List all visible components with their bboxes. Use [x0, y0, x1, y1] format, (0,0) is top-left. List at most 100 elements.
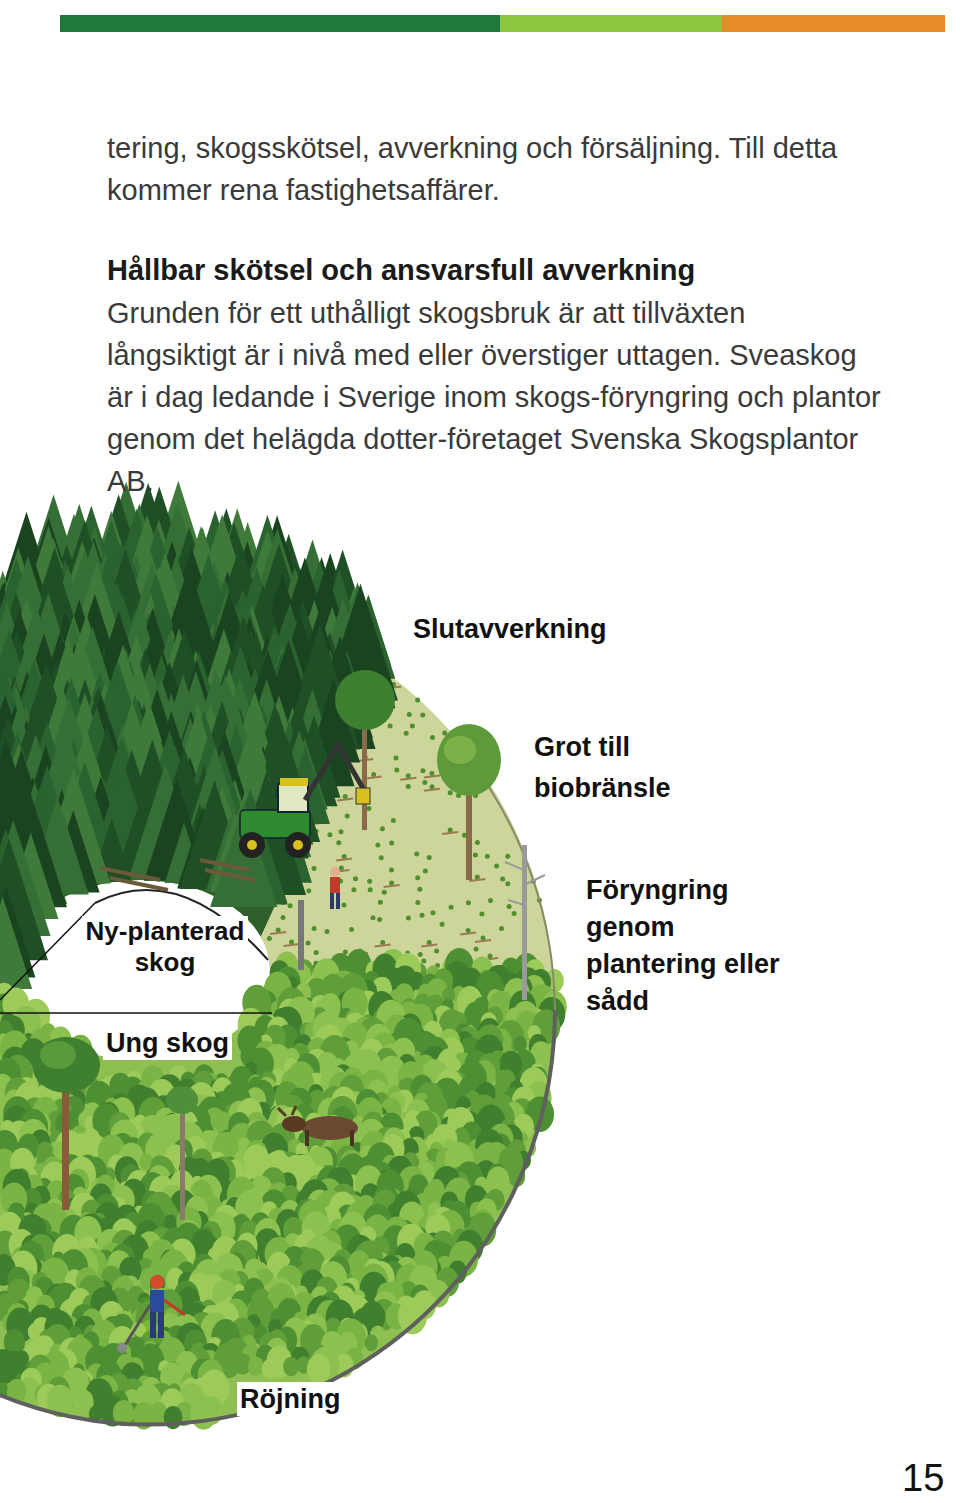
seedling: [440, 922, 445, 927]
seedling: [494, 864, 499, 869]
seedling: [407, 712, 412, 717]
top-bar: [60, 15, 500, 32]
seedling: [406, 773, 411, 778]
seedling: [314, 950, 319, 955]
seedling: [351, 887, 356, 892]
seedling: [342, 903, 347, 908]
seedling: [415, 900, 420, 905]
seedling: [349, 927, 354, 932]
dead-tree: [505, 845, 545, 1000]
seedling: [505, 881, 510, 886]
seed-pine: [335, 670, 395, 830]
seedling: [391, 818, 396, 823]
seedling: [431, 910, 436, 915]
ring-rim: [0, 1010, 555, 1425]
young-tree: [248, 1356, 264, 1376]
seedling: [312, 866, 317, 871]
seedling: [512, 911, 517, 916]
slash: [270, 932, 286, 934]
slash: [375, 945, 391, 947]
seedling: [427, 855, 432, 860]
seedling: [488, 953, 493, 958]
seedling: [389, 881, 394, 886]
slash: [400, 778, 416, 780]
standing-trunk: [298, 900, 304, 970]
seedling: [404, 731, 409, 736]
slash: [384, 885, 400, 887]
seedling: [507, 904, 512, 909]
seedling: [488, 898, 493, 903]
seedling: [473, 853, 478, 858]
seedling: [430, 735, 435, 740]
slash: [366, 776, 382, 778]
seedling: [449, 905, 454, 910]
divider-line: [0, 903, 95, 1000]
young-tree: [283, 1357, 299, 1377]
young-tree: [365, 1335, 378, 1352]
body-text: Grunden för ett uthålligt skogsbruk är a…: [107, 292, 882, 502]
seedling: [500, 876, 505, 881]
top-bar: [722, 15, 945, 32]
spruce-tree: [0, 897, 32, 989]
seedling: [415, 875, 420, 880]
young-tree: [307, 1354, 331, 1383]
body-text: tering, skogsskötsel, avverkning och för…: [107, 127, 897, 211]
seedling: [371, 772, 376, 777]
top-bar: [500, 15, 722, 32]
slash: [442, 832, 458, 834]
slash: [421, 945, 437, 947]
seedling: [479, 912, 484, 917]
seedling: [281, 915, 286, 920]
seedling: [389, 840, 394, 845]
seedling: [394, 768, 399, 773]
seedling: [267, 936, 272, 941]
seedling: [422, 780, 427, 785]
seedling: [306, 940, 311, 945]
seedling: [474, 946, 479, 951]
young-tree: [190, 1397, 217, 1430]
seedling: [336, 840, 341, 845]
seedling: [276, 928, 281, 933]
seedling: [380, 826, 385, 831]
seedling: [421, 958, 426, 963]
seedling: [339, 865, 344, 870]
seedling: [378, 900, 383, 905]
slash: [475, 940, 491, 942]
seedling: [427, 940, 432, 945]
seedling: [466, 928, 471, 933]
seedling: [423, 868, 428, 873]
seedling: [342, 854, 347, 859]
seedling: [389, 868, 394, 873]
seedling: [499, 926, 504, 931]
slash: [284, 944, 300, 946]
seedling: [371, 915, 376, 920]
seedling: [475, 840, 480, 845]
seedling: [406, 784, 411, 789]
seedling: [448, 790, 453, 795]
seedling: [420, 913, 425, 918]
slash: [336, 859, 352, 861]
seedling: [410, 723, 415, 728]
seedling: [306, 888, 311, 893]
slash: [460, 933, 476, 935]
seedling: [475, 875, 480, 880]
seedling: [417, 887, 422, 892]
planter-person: [330, 867, 340, 909]
seedling: [377, 917, 382, 922]
seedling: [375, 843, 380, 848]
seedling: [485, 854, 490, 859]
seedling: [312, 926, 317, 931]
seedling: [366, 806, 371, 811]
seedling: [343, 794, 348, 799]
seedling: [367, 879, 372, 884]
seedling: [415, 698, 420, 703]
seedling: [379, 855, 384, 860]
seedling: [345, 814, 350, 819]
seedling: [353, 876, 358, 881]
seedling: [434, 949, 439, 954]
seedling: [481, 935, 486, 940]
seedling: [325, 929, 330, 934]
seedling: [430, 784, 435, 789]
seedling: [288, 903, 293, 908]
